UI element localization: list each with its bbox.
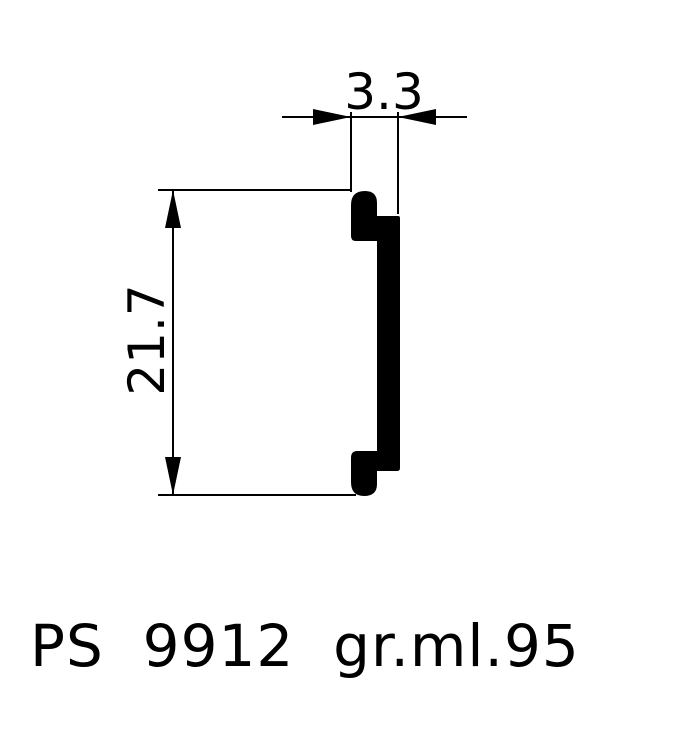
width-dimension-label: 3.3 xyxy=(344,63,424,121)
height-arrowhead-bottom xyxy=(165,457,181,495)
profile-bottom-lip xyxy=(351,451,377,496)
width-arrowhead-right xyxy=(398,109,436,125)
profile-web xyxy=(377,216,400,471)
profile-caption: PS 9912 gr.ml.95 xyxy=(30,612,580,680)
profile-top-lip xyxy=(351,191,377,241)
height-dimension-label: 21.7 xyxy=(118,284,176,395)
width-arrowhead-left xyxy=(313,109,351,125)
width-dimension: 3.3 xyxy=(282,63,467,214)
profile-cross-section xyxy=(351,191,400,496)
height-arrowhead-top xyxy=(165,190,181,228)
height-dimension: 21.7 xyxy=(118,189,356,496)
